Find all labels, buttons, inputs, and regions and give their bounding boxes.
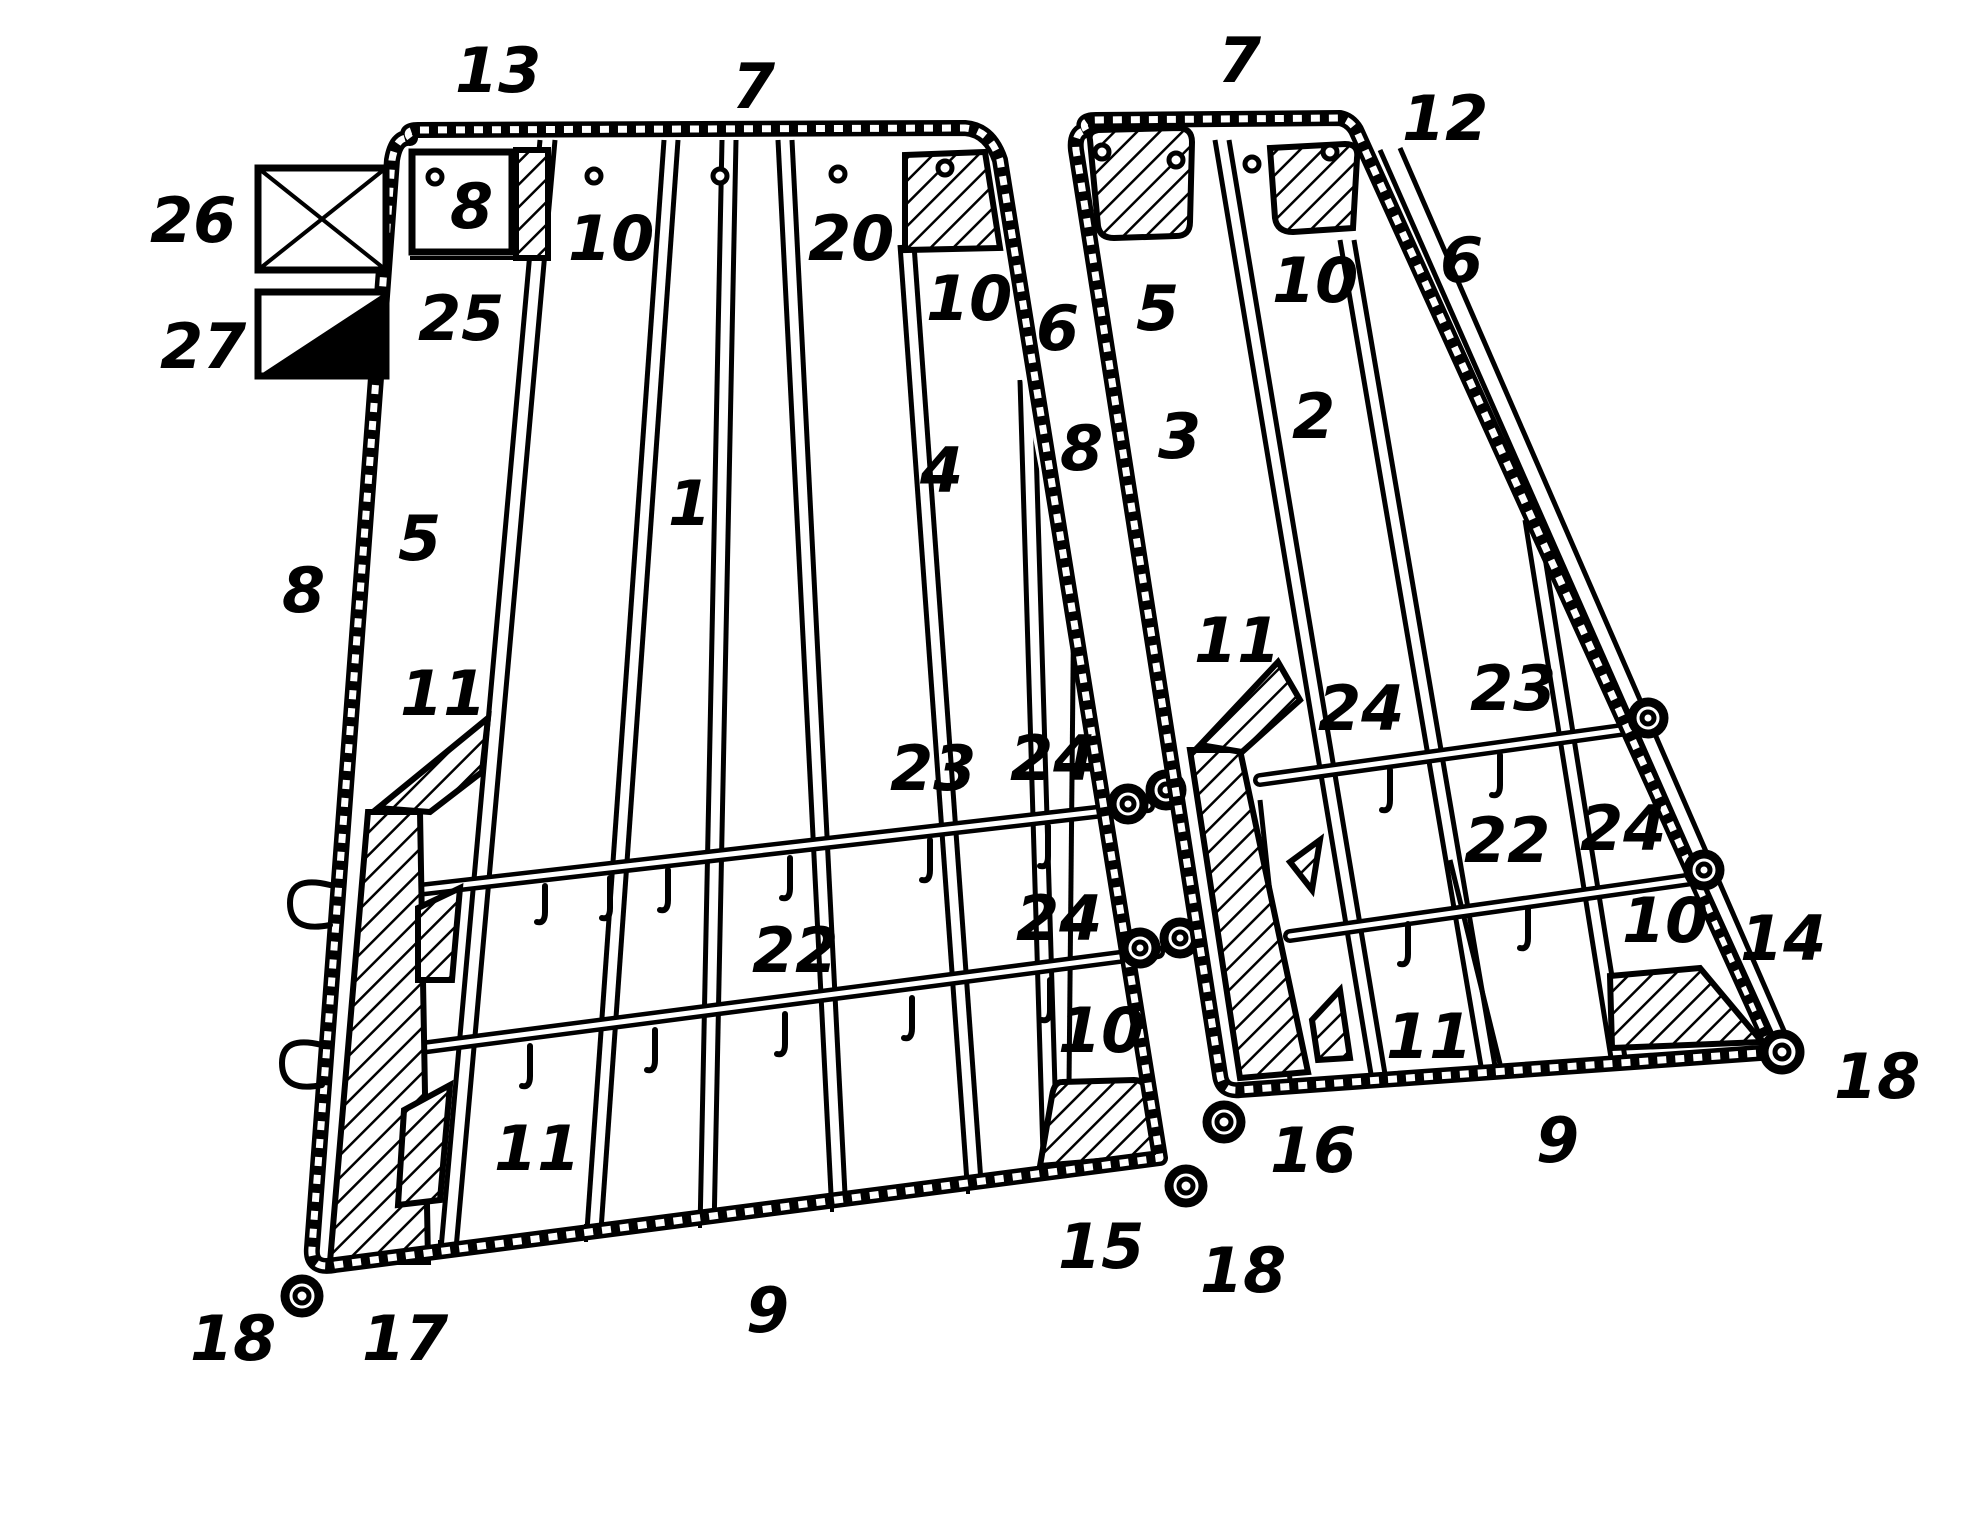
label-26: 26 [150, 184, 236, 257]
label-9-right: 9 [1536, 1104, 1579, 1177]
small-container-tie-bars [1253, 719, 1707, 968]
label-9-left: 9 [746, 1274, 789, 1347]
label-24-d: 24 [1580, 792, 1666, 865]
label-10-e: 10 [1058, 994, 1144, 1067]
label-11-d: 11 [1386, 1000, 1472, 1073]
label-2: 2 [1292, 380, 1335, 453]
small-container [1067, 110, 1805, 1144]
label-13: 13 [455, 34, 541, 107]
label-8-top: 8 [450, 170, 493, 243]
small-container-holes [1092, 142, 1340, 174]
label-15: 15 [1058, 1210, 1144, 1283]
large-container-tie-bars [398, 799, 1165, 1258]
legend-symbols [254, 164, 390, 380]
label-24-a: 24 [1010, 722, 1096, 795]
callout-labels: 13 7 7 12 26 27 8 8 8 25 10 10 10 10 10 … [150, 24, 1920, 1375]
label-22-right: 22 [1464, 804, 1550, 877]
label-17: 17 [362, 1302, 449, 1375]
label-24-c: 24 [1318, 672, 1404, 745]
label-5-right: 5 [1136, 272, 1179, 345]
label-18-right: 18 [1834, 1040, 1920, 1113]
small-container-eyes [1202, 697, 1805, 1144]
large-container-blocks [326, 147, 1162, 1265]
label-16: 16 [1270, 1114, 1356, 1187]
label-23-right: 23 [1470, 652, 1556, 725]
label-7-right: 7 [1218, 24, 1262, 97]
label-10-c: 10 [1272, 244, 1358, 317]
label-6-right: 6 [1440, 224, 1483, 297]
label-10-d: 10 [1622, 884, 1708, 957]
label-25: 25 [418, 282, 504, 355]
label-12: 12 [1402, 82, 1488, 155]
label-3: 3 [1158, 400, 1201, 473]
label-23-left: 23 [890, 732, 976, 805]
label-27: 27 [160, 310, 247, 383]
label-11-b: 11 [1194, 604, 1280, 677]
label-18-mid: 18 [1200, 1234, 1286, 1307]
label-10-a: 10 [568, 202, 654, 275]
label-8-mid: 8 [1060, 412, 1103, 485]
label-1: 1 [668, 467, 711, 540]
label-11-a: 11 [400, 657, 486, 730]
label-4: 4 [919, 434, 963, 507]
small-container-blocks [1086, 124, 1769, 1082]
label-8-left: 8 [282, 554, 325, 627]
label-24-b: 24 [1016, 882, 1102, 955]
label-20: 20 [808, 202, 894, 275]
label-10-b: 10 [926, 262, 1012, 335]
label-14: 14 [1740, 902, 1826, 975]
label-11-c: 11 [494, 1112, 580, 1185]
label-18-left: 18 [190, 1302, 276, 1375]
large-container-holes [425, 158, 955, 187]
label-22-left: 22 [752, 914, 838, 987]
label-5-left: 5 [398, 502, 441, 575]
large-container [278, 120, 1208, 1318]
label-6-left: 6 [1036, 292, 1079, 365]
label-7-left: 7 [732, 50, 776, 123]
